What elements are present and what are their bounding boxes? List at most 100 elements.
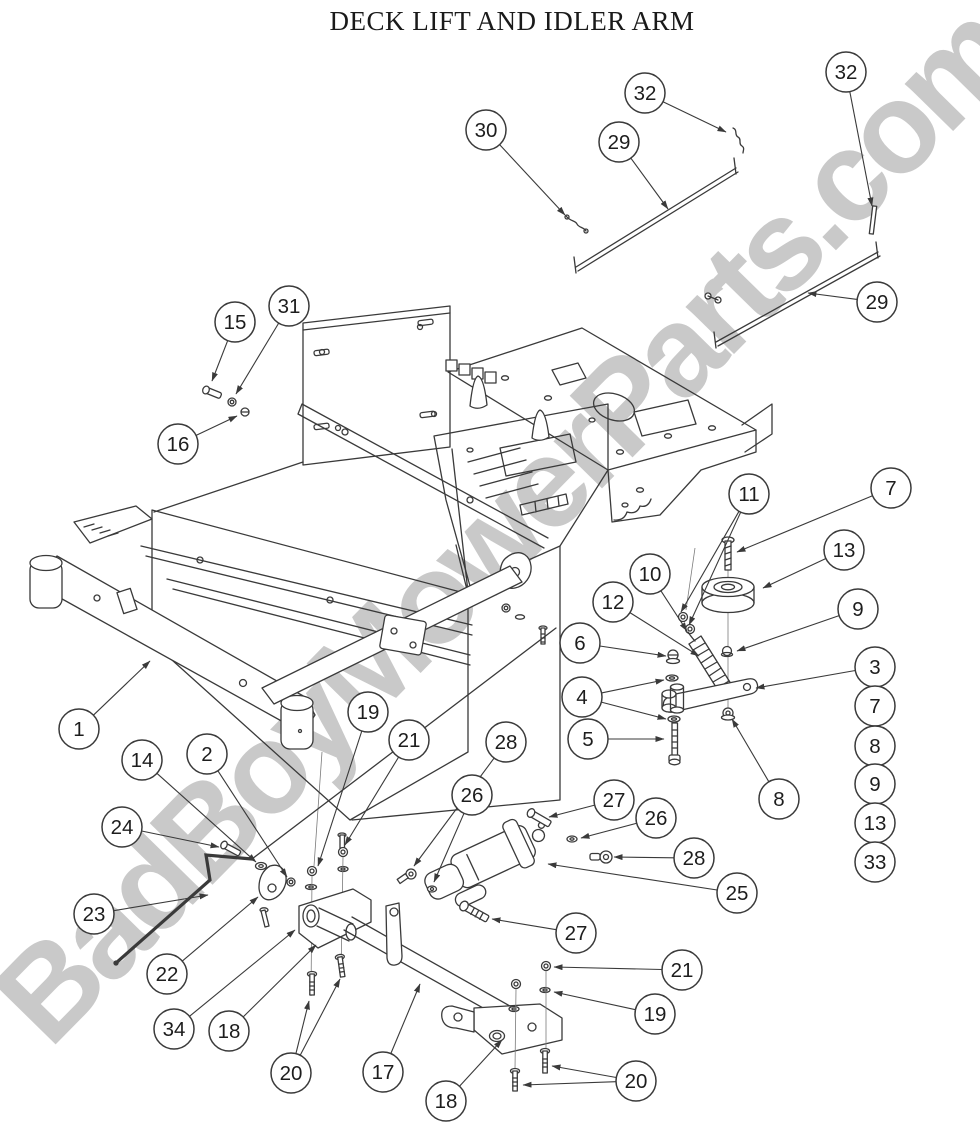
callout-balloon-5: 5 — [567, 718, 609, 760]
leader-line-7 — [736, 495, 873, 553]
main-frame-assembly — [297, 305, 773, 867]
leader-line-23 — [113, 893, 209, 912]
callout-number: 27 — [603, 789, 626, 812]
leader-line-9 — [736, 615, 840, 652]
bolt-24 — [220, 840, 242, 857]
leader-line-27 — [491, 917, 557, 931]
callout-balloon-14: 14 — [121, 739, 163, 781]
leader-line-19 — [317, 730, 363, 867]
leader-line-30 — [499, 144, 566, 216]
callout-number: 33 — [864, 851, 887, 874]
callout-balloon-28: 28 — [673, 837, 715, 879]
leader-line-21 — [553, 964, 663, 971]
callout-balloon-34: 34 — [153, 1008, 195, 1050]
callout-number: 22 — [156, 963, 179, 986]
callout-balloon-18: 18 — [208, 1010, 250, 1052]
callout-balloon-20: 20 — [270, 1052, 312, 1094]
leader-line-18 — [242, 944, 317, 1018]
callout-number: 24 — [111, 816, 134, 839]
callout-number: 28 — [495, 731, 518, 754]
callout-number: 19 — [644, 1003, 667, 1026]
cotter-clip-30 — [565, 215, 587, 232]
callout-number: 29 — [608, 131, 631, 154]
leader-line-8 — [731, 718, 770, 783]
callout-number: 11 — [738, 483, 759, 506]
bolt-27-upper — [526, 808, 552, 828]
callout-number: 8 — [773, 788, 784, 811]
callout-number: 13 — [833, 539, 856, 562]
leader-line-32 — [662, 101, 727, 133]
leader-line-15 — [211, 340, 229, 382]
deck-lift-rod-23 — [114, 853, 254, 965]
callout-balloon-30: 30 — [465, 109, 507, 151]
leader-line-20 — [551, 1064, 617, 1079]
callout-balloon-7: 7 — [854, 685, 896, 727]
callout-number: 12 — [602, 591, 625, 614]
panel-fasteners — [202, 385, 250, 417]
spring-pin-32b — [868, 205, 878, 235]
bolt-20-right-b — [509, 1067, 521, 1092]
callout-number: 20 — [625, 1070, 648, 1093]
leader-line-2 — [217, 770, 288, 878]
callout-number: 3 — [869, 656, 880, 679]
leader-line-20 — [295, 1000, 310, 1054]
callout-number: 21 — [671, 959, 694, 982]
callout-number: 30 — [475, 119, 498, 142]
callout-number: 7 — [869, 695, 880, 718]
deck-lift-rods — [564, 127, 881, 349]
callout-balloon-4: 4 — [561, 676, 603, 718]
callout-number: 18 — [218, 1020, 241, 1043]
bolt-20-left-a — [306, 970, 318, 996]
callout-balloon-21: 21 — [661, 949, 703, 991]
leader-line-4 — [601, 701, 667, 720]
callout-balloon-7: 7 — [870, 467, 912, 509]
callout-balloon-16: 16 — [157, 423, 199, 465]
callout-balloon-19: 19 — [634, 993, 676, 1035]
bolt-20-left-b — [334, 953, 346, 978]
leader-line-26 — [433, 813, 465, 883]
callout-number: 6 — [574, 632, 585, 655]
callout-number: 27 — [565, 922, 588, 945]
callout-number: 15 — [224, 311, 247, 334]
callout-balloon-18: 18 — [425, 1080, 467, 1122]
callout-number: 14 — [131, 749, 154, 772]
leader-line-28 — [413, 757, 495, 867]
leader-line-27 — [548, 804, 595, 818]
idler-arm — [662, 678, 759, 713]
callout-balloon-28: 28 — [485, 721, 527, 763]
callout-balloon-13: 13 — [823, 529, 865, 571]
callout-number: 34 — [163, 1018, 186, 1041]
callout-number: 2 — [201, 743, 212, 766]
callout-balloon-2: 2 — [186, 733, 228, 775]
callout-balloon-33: 33 — [854, 841, 896, 883]
leader-line-31 — [235, 322, 280, 395]
callout-number: 26 — [645, 807, 668, 830]
bolt-20-right-a — [539, 1047, 551, 1074]
bolt-27-lower — [459, 900, 490, 923]
callout-balloon-29: 29 — [856, 281, 898, 323]
callout-number: 31 — [278, 295, 301, 318]
callout-balloon-10: 10 — [629, 553, 671, 595]
callout-number: 16 — [167, 433, 190, 456]
callout-number: 5 — [582, 728, 593, 751]
callout-number: 32 — [835, 61, 858, 84]
callout-balloon-23: 23 — [73, 893, 115, 935]
callout-balloon-3: 3 — [854, 646, 896, 688]
leader-line-25 — [547, 862, 718, 891]
leader-line-29 — [630, 157, 669, 210]
leader-line-13 — [762, 558, 827, 589]
leader-line-29 — [807, 291, 858, 300]
callout-balloon-9: 9 — [837, 588, 879, 630]
leader-line-32 — [849, 91, 874, 207]
leader-line-11 — [688, 511, 742, 626]
callout-number: 29 — [866, 291, 889, 314]
callout-number: 17 — [372, 1061, 395, 1084]
callout-balloon-13: 13 — [854, 802, 896, 844]
leader-line-14 — [156, 772, 257, 863]
callout-number: 32 — [634, 82, 657, 105]
callout-number: 4 — [576, 686, 587, 709]
callout-balloon-22: 22 — [146, 953, 188, 995]
callout-balloon-32: 32 — [825, 51, 867, 93]
